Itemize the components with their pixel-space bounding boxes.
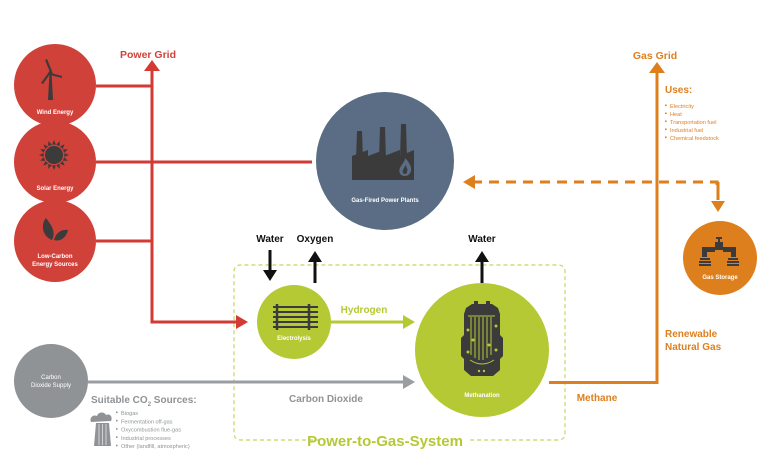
factory-icon: [352, 124, 414, 180]
system-boundary: [233, 264, 566, 441]
co2-supply-label-1: Carbon: [41, 375, 61, 381]
use-item: Transportation fuel: [670, 120, 716, 126]
bullet-icon: [665, 104, 667, 107]
bullet-icon: [665, 128, 667, 131]
electrolysis-node[interactable]: Electrolysis: [257, 285, 331, 359]
co2-source-item: Oxycombustion flue-gas: [121, 428, 181, 434]
bullet-icon: [116, 428, 118, 430]
sun-ray: [56, 141, 60, 147]
bullet-icon: [116, 419, 118, 422]
gas-grid-label: Gas Grid: [633, 50, 677, 62]
use-item: Electricity: [670, 104, 694, 110]
low-carbon-label-2: Energy Sources: [32, 262, 78, 268]
use-item: Heat: [670, 112, 682, 118]
sun-ray: [62, 149, 68, 153]
oxygen-label: Oxygen: [297, 234, 334, 245]
sun-ray: [48, 163, 52, 169]
water-in-arrow: [263, 250, 277, 281]
system-label: Power-to-Gas-System: [307, 433, 463, 450]
gas-storage-node[interactable]: Gas Storage: [683, 221, 757, 295]
bullet-icon: [116, 444, 118, 447]
solar-label: Solar Energy: [36, 186, 74, 192]
sun-ray: [43, 144, 49, 150]
methanation-node[interactable]: Methanation: [415, 283, 549, 417]
oxygen-out-arrow: [308, 251, 322, 283]
power-grid-lines: [96, 60, 312, 329]
bullet-icon: [116, 436, 118, 438]
sun-ray: [43, 160, 49, 166]
sun-ray: [59, 160, 65, 166]
sun-ray: [56, 163, 60, 169]
to-electrolysis-arrow: [236, 315, 248, 329]
power-grid-label: Power Grid: [120, 49, 176, 61]
sun-ray: [59, 144, 65, 150]
emission-stack-icon: [90, 412, 112, 446]
co2-source-item: Other (landfill, atmospheric): [121, 444, 190, 450]
sun-ray: [40, 157, 46, 161]
bullet-icon: [665, 112, 667, 115]
sun-ray: [62, 157, 68, 161]
co2-source-item: Biogas: [121, 411, 138, 417]
co2-sources-title: Suitable CO2 Sources:: [91, 395, 197, 408]
sun-ray: [39, 153, 44, 157]
methanation-label: Methanation: [464, 393, 500, 399]
use-item: Industrial fuel: [670, 128, 703, 134]
carbon-dioxide-label: Carbon Dioxide: [289, 394, 363, 405]
hydrogen-label: Hydrogen: [341, 305, 388, 316]
use-item: Chemical feedstock: [670, 136, 719, 142]
source-low-carbon[interactable]: Low-Carbon Energy Sources: [14, 200, 96, 282]
leaf-icon: [42, 218, 68, 241]
to-gas-storage-arrow: [711, 201, 725, 212]
reactor-icon: [461, 301, 503, 376]
renewable-gas-label-1: Renewable: [665, 329, 718, 340]
methanation-water-label: Water: [468, 234, 496, 245]
sun-ray: [52, 140, 56, 145]
wind-turbine-icon: [41, 59, 62, 100]
power-grid-arrow: [144, 60, 160, 71]
co2-source-item: Fermentation off-gas: [121, 419, 173, 425]
renewable-gas-label-2: Natural Gas: [665, 342, 722, 353]
pipe-valve-icon: [699, 237, 739, 266]
electrolyzer-icon: [273, 304, 318, 330]
bullet-icon: [665, 120, 667, 123]
gas-grid-lines: [463, 62, 725, 384]
electrolysis-label: Electrolysis: [277, 336, 311, 342]
methanation-water-arrow: [475, 251, 489, 283]
co2-supply-node[interactable]: Carbon Dioxide Supply: [14, 344, 88, 418]
hydrogen-arrow: [331, 315, 415, 329]
electrolysis-water-label: Water: [256, 234, 284, 245]
to-gas-plant-arrow: [463, 175, 475, 189]
gas-plant-node[interactable]: Gas-Fired Power Plants: [316, 92, 454, 230]
gas-storage-label: Gas Storage: [702, 275, 738, 281]
carbon-dioxide-arrow: [88, 375, 415, 389]
co2-supply-label-2: Dioxide Supply: [31, 383, 71, 389]
sun-ray: [40, 149, 46, 153]
co2-source-item: Industrial processes: [121, 436, 171, 442]
sun-ray: [52, 165, 56, 170]
gas-plant-label: Gas-Fired Power Plants: [351, 198, 419, 204]
sun-icon: [39, 140, 69, 170]
wind-label: Wind Energy: [37, 110, 74, 116]
source-solar[interactable]: Solar Energy: [14, 121, 96, 203]
methane-label: Methane: [577, 393, 618, 404]
bullet-icon: [116, 411, 118, 414]
low-carbon-label-1: Low-Carbon: [38, 254, 73, 260]
gas-grid-arrow: [649, 62, 665, 73]
sun-ray: [64, 153, 69, 157]
sun-ray: [48, 141, 52, 147]
source-wind[interactable]: Wind Energy: [14, 44, 96, 126]
uses-title: Uses:: [665, 85, 692, 96]
bullet-icon: [665, 136, 667, 139]
